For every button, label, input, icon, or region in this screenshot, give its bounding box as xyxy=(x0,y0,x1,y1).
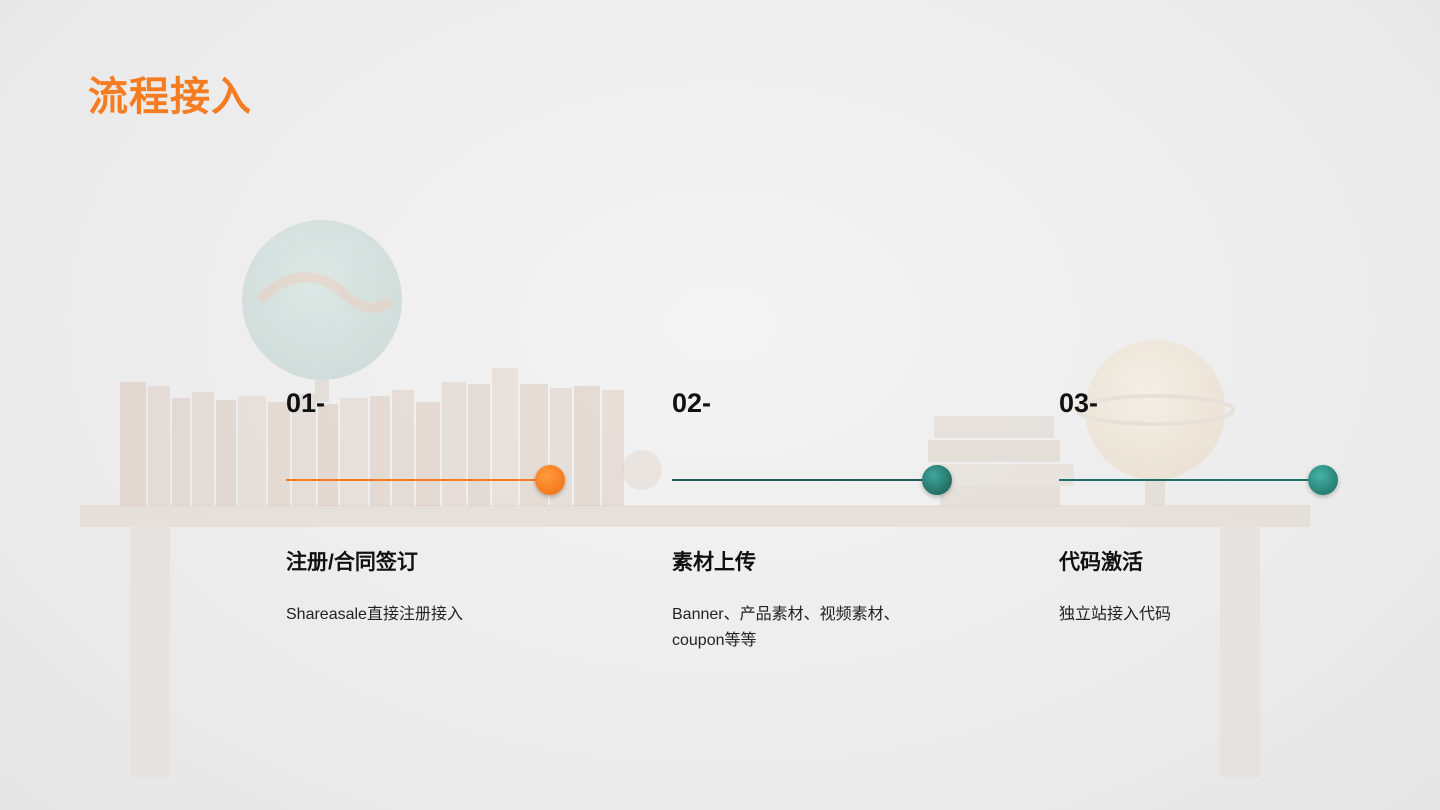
step-number: 02- xyxy=(672,388,712,418)
step-description: Banner、产品素材、视频素材、coupon等等 xyxy=(672,606,900,649)
step-number: 01- xyxy=(286,388,326,418)
step-title: 素材上传 xyxy=(672,551,756,574)
step-description: 独立站接入代码 xyxy=(1059,606,1172,623)
timeline-line xyxy=(1059,479,1311,481)
timeline-line xyxy=(286,479,536,481)
page-title: 流程接入 xyxy=(88,75,252,119)
timeline-dot xyxy=(535,465,565,495)
step-title: 代码激活 xyxy=(1059,551,1143,574)
timeline-dot xyxy=(1308,465,1338,495)
step-title: 注册/合同签订 xyxy=(286,551,418,574)
step-description: Shareasale直接注册接入 xyxy=(286,606,463,623)
timeline-dot xyxy=(922,465,952,495)
step-number: 03- xyxy=(1059,388,1099,418)
timeline-line xyxy=(672,479,924,481)
